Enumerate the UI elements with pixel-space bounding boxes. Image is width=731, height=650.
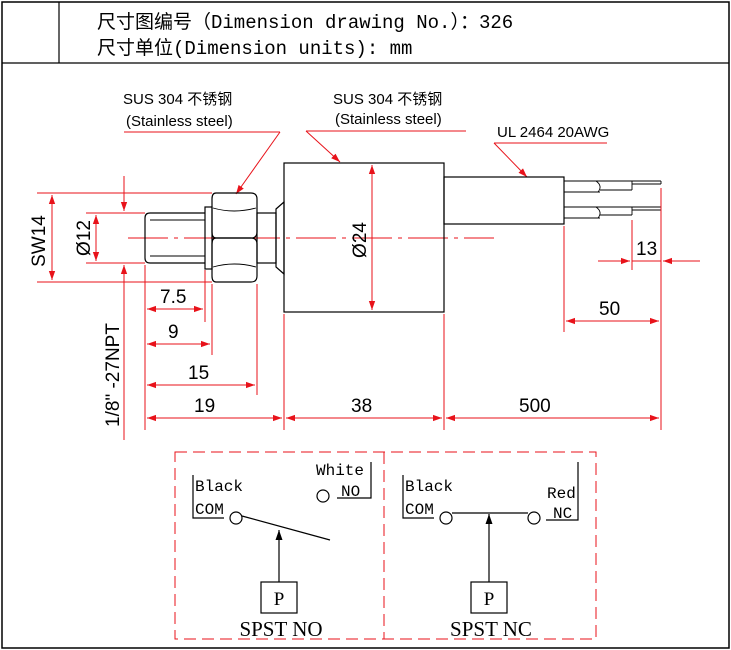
nc-com-bracket	[402, 475, 434, 519]
nc-com-color: Black	[405, 478, 453, 496]
fitting-material-callout: SUS 304 不锈钢	[123, 91, 232, 108]
d19-dimension: 19	[194, 396, 215, 417]
no-out-bracket	[337, 462, 372, 499]
no-com-terminal	[229, 511, 243, 525]
body-callout-leader	[305, 130, 341, 163]
drawing-number: 尺寸图编号（Dimension drawing No.）：326	[97, 11, 513, 34]
nc-com-label: COM	[405, 501, 434, 519]
d15-dimension: 15	[188, 363, 209, 384]
hex-nut-face-bottom	[212, 263, 257, 268]
no-out-color: White	[316, 462, 364, 480]
d9-dimension: 9	[168, 322, 179, 343]
no-switch-title: SPST NO	[239, 617, 322, 641]
wire-top-break	[595, 180, 601, 193]
thread-collar	[204, 206, 213, 270]
nc-com-terminal	[439, 511, 453, 525]
fitting-callout-leader	[235, 131, 281, 195]
body-material-en-callout: (Stainless steel)	[335, 111, 442, 128]
no-out-terminal	[316, 489, 330, 503]
no-com-bracket	[192, 475, 224, 519]
nc-out-label: NC	[553, 505, 572, 523]
d24-dimension: Ø24	[350, 222, 371, 258]
no-out-label: NO	[341, 483, 360, 501]
d500-dimension: 500	[519, 396, 551, 417]
body-material-callout: SUS 304 不锈钢	[333, 91, 442, 108]
d38-dimension: 38	[351, 396, 372, 417]
no-com-color: Black	[195, 478, 243, 496]
nc-out-color: Red	[547, 485, 576, 503]
nc-actuator-box	[470, 581, 508, 614]
hex-nut-lower	[211, 237, 258, 283]
no-actuator-label: P	[274, 589, 285, 610]
wire-bottom-break	[595, 206, 601, 219]
dimension-units: 尺寸单位(Dimension units): mm	[97, 37, 412, 60]
nc-out-terminal	[527, 511, 541, 525]
switch-diagram-frame	[174, 451, 597, 640]
sw-dimension: SW14	[29, 215, 50, 267]
no-actuator-box	[260, 581, 298, 614]
nc-switch-title: SPST NC	[450, 617, 532, 641]
d13-dimension: 13	[636, 239, 657, 260]
cable-jacket	[443, 176, 565, 225]
nc-out-bracket	[546, 462, 579, 521]
cable-callout-leader	[493, 142, 528, 178]
sensor-body	[283, 162, 445, 313]
d7-5-dimension: 7.5	[160, 287, 186, 308]
hex-nut-face-top	[212, 207, 257, 212]
cable-callout: UL 2464 20AWG	[497, 124, 609, 141]
no-switch-blade	[241, 515, 331, 541]
no-com-label: COM	[195, 501, 224, 519]
thread-spec: 1/8" -27NPT	[103, 323, 124, 427]
d12-dimension: Ø12	[74, 220, 95, 256]
nc-actuator-label: P	[484, 589, 495, 610]
hex-nut	[211, 192, 258, 239]
thread-tip	[144, 212, 205, 264]
d50-dimension: 50	[599, 299, 620, 320]
fitting-material-en-callout: (Stainless steel)	[126, 113, 233, 130]
